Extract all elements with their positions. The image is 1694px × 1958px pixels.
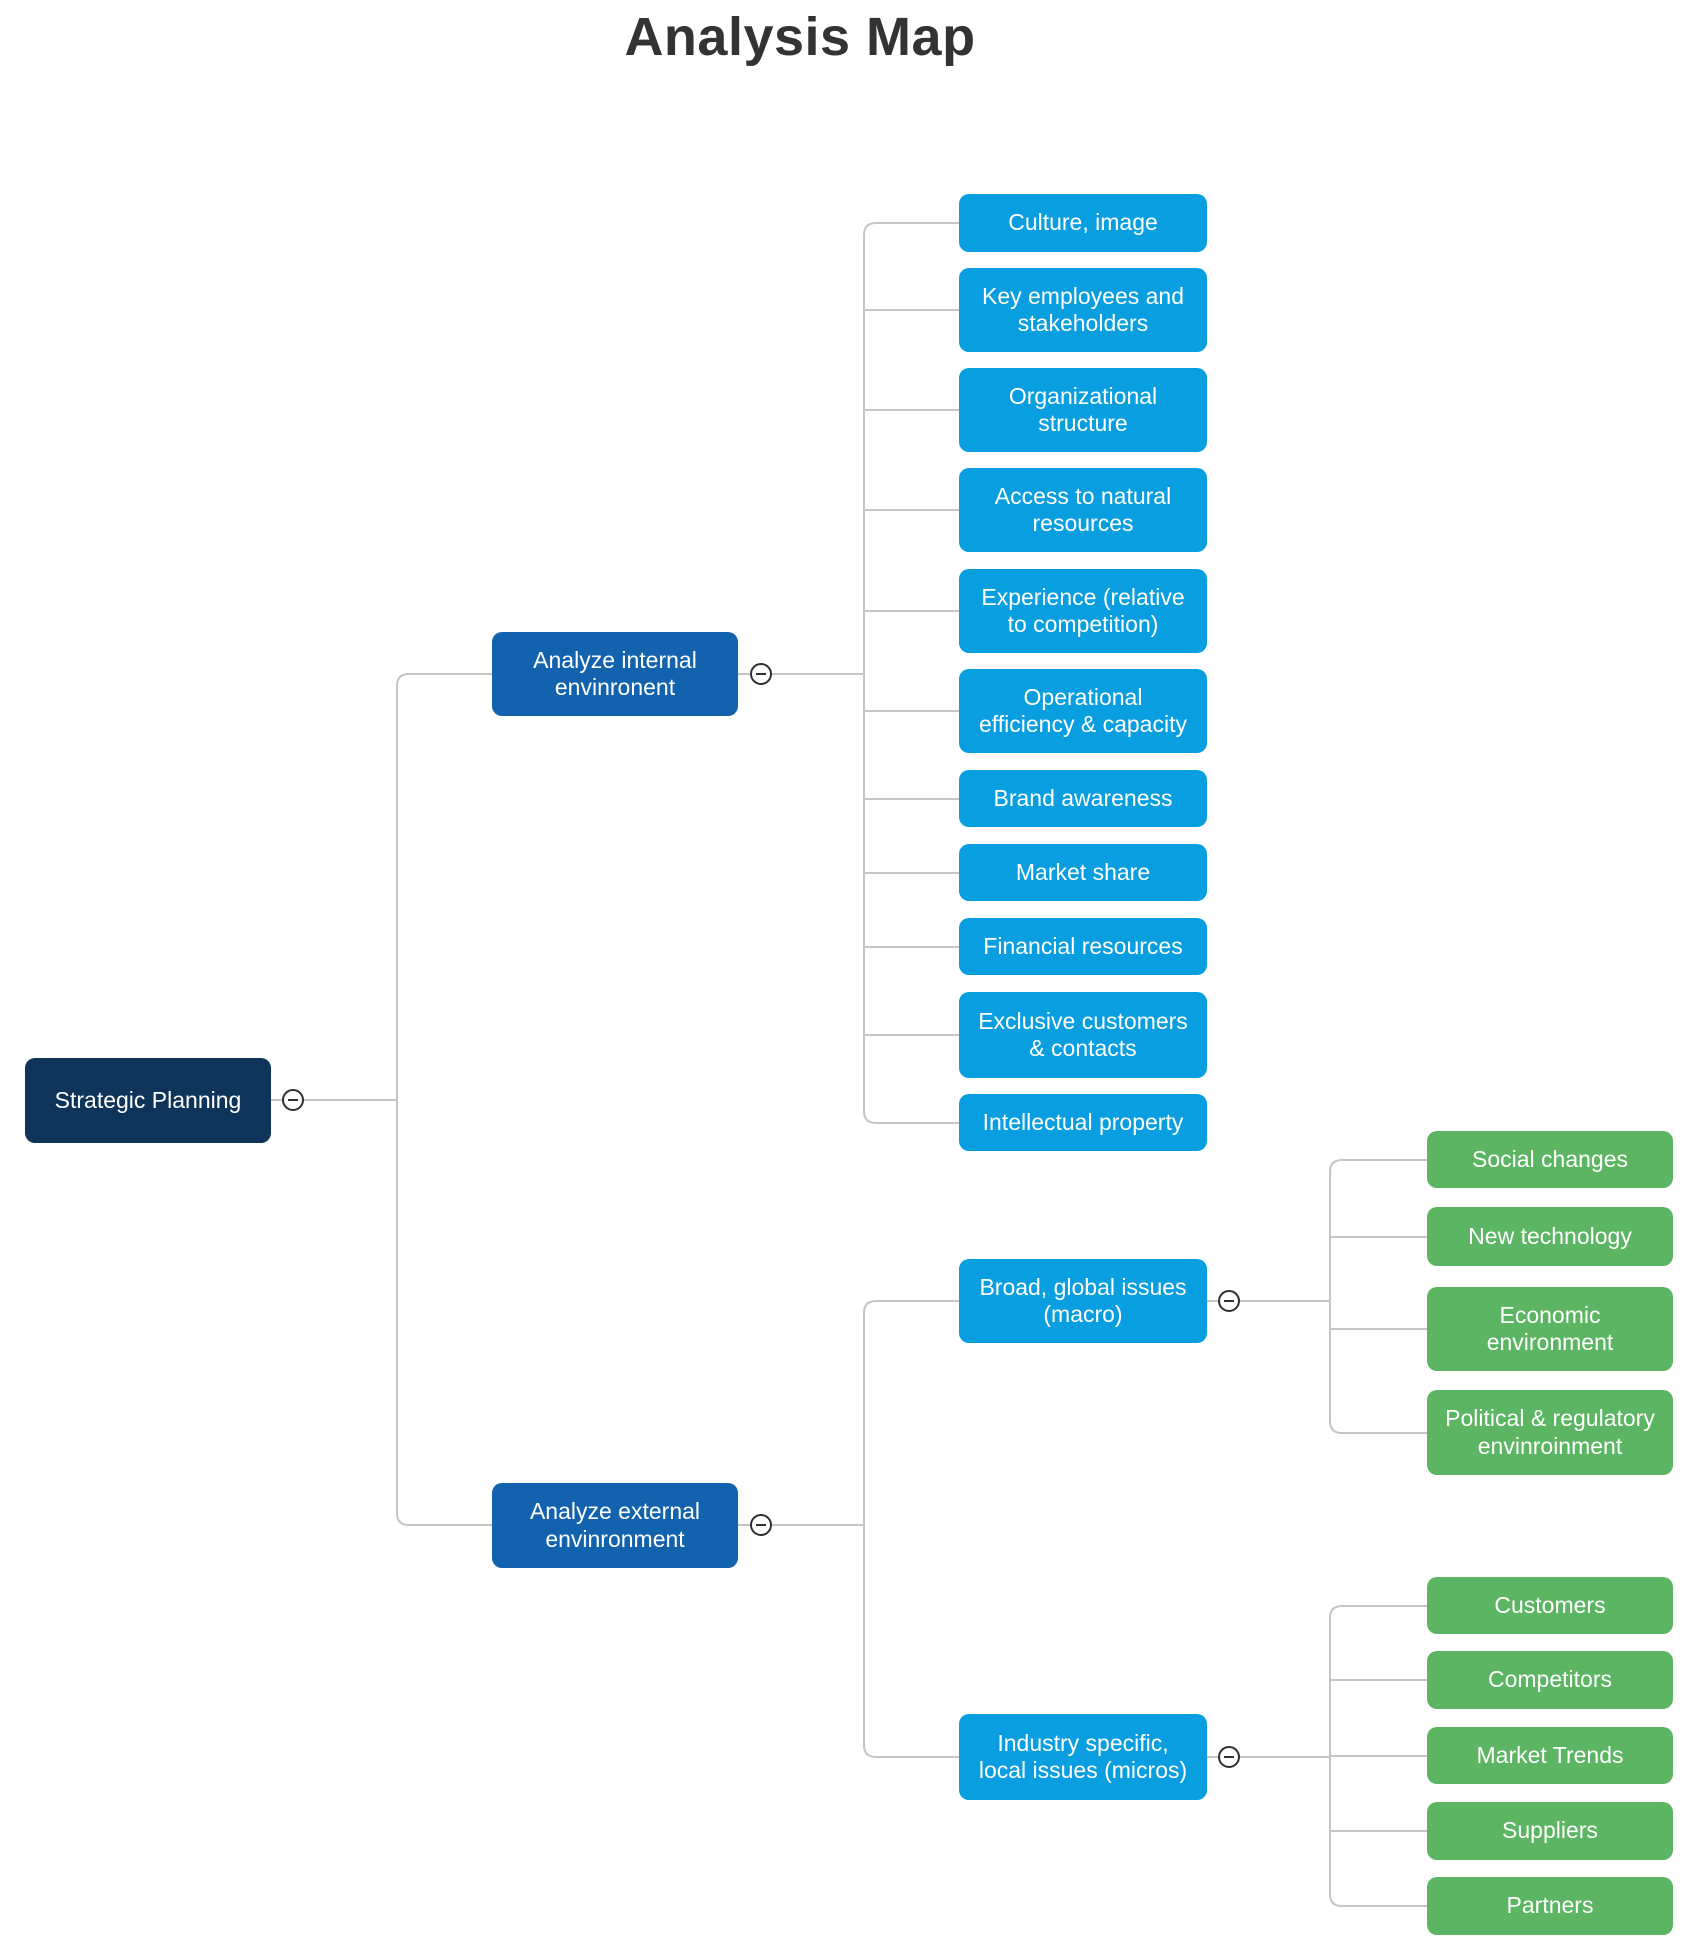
node-competitors[interactable]: Competitors <box>1427 1651 1673 1709</box>
node-broad-global[interactable]: Broad, global issues (macro) <box>959 1259 1207 1343</box>
node-culture-image[interactable]: Culture, image <box>959 194 1207 252</box>
connector-path <box>1207 1605 1427 1907</box>
node-operational[interactable]: Operational efficiency & capacity <box>959 669 1207 753</box>
node-key-employees[interactable]: Key employees and stakeholders <box>959 268 1207 352</box>
minus-icon <box>288 1098 298 1102</box>
node-brand-awareness[interactable]: Brand awareness <box>959 770 1207 827</box>
node-new-technology[interactable]: New technology <box>1427 1207 1673 1266</box>
node-economic-environment[interactable]: Economic environment <box>1427 1287 1673 1371</box>
collapse-toggle-internal[interactable] <box>750 663 772 685</box>
collapse-toggle-strategic-planning[interactable] <box>282 1089 304 1111</box>
collapse-toggle-industry-specific[interactable] <box>1218 1746 1240 1768</box>
minus-icon <box>756 672 766 676</box>
node-internal[interactable]: Analyze internal envinronent <box>492 632 738 716</box>
collapse-toggle-broad-global[interactable] <box>1218 1290 1240 1312</box>
node-market-share[interactable]: Market share <box>959 844 1207 901</box>
connector-path <box>1207 1159 1427 1434</box>
collapse-toggle-external[interactable] <box>750 1514 772 1536</box>
minus-icon <box>1224 1299 1234 1303</box>
node-partners[interactable]: Partners <box>1427 1877 1673 1935</box>
diagram-title: Analysis Map <box>624 7 976 67</box>
node-external[interactable]: Analyze external envinronment <box>492 1483 738 1568</box>
node-intellectual-property[interactable]: Intellectual property <box>959 1094 1207 1151</box>
node-strategic-planning[interactable]: Strategic Planning <box>25 1058 271 1143</box>
node-org-structure[interactable]: Organizational structure <box>959 368 1207 452</box>
minus-icon <box>1224 1755 1234 1759</box>
node-financial-resources[interactable]: Financial resources <box>959 918 1207 975</box>
node-customers[interactable]: Customers <box>1427 1577 1673 1634</box>
connector-path <box>738 222 959 1124</box>
minus-icon <box>756 1523 766 1527</box>
connector-path <box>271 673 492 1526</box>
node-suppliers[interactable]: Suppliers <box>1427 1802 1673 1860</box>
node-experience[interactable]: Experience (relative to competition) <box>959 569 1207 653</box>
node-natural-resources[interactable]: Access to natural resources <box>959 468 1207 552</box>
node-exclusive-customers[interactable]: Exclusive customers & contacts <box>959 992 1207 1078</box>
node-industry-specific[interactable]: Industry specific, local issues (micros) <box>959 1714 1207 1800</box>
node-social-changes[interactable]: Social changes <box>1427 1131 1673 1188</box>
node-market-trends[interactable]: Market Trends <box>1427 1727 1673 1784</box>
node-political-regulatory[interactable]: Political & regulatory envinroinment <box>1427 1390 1673 1475</box>
